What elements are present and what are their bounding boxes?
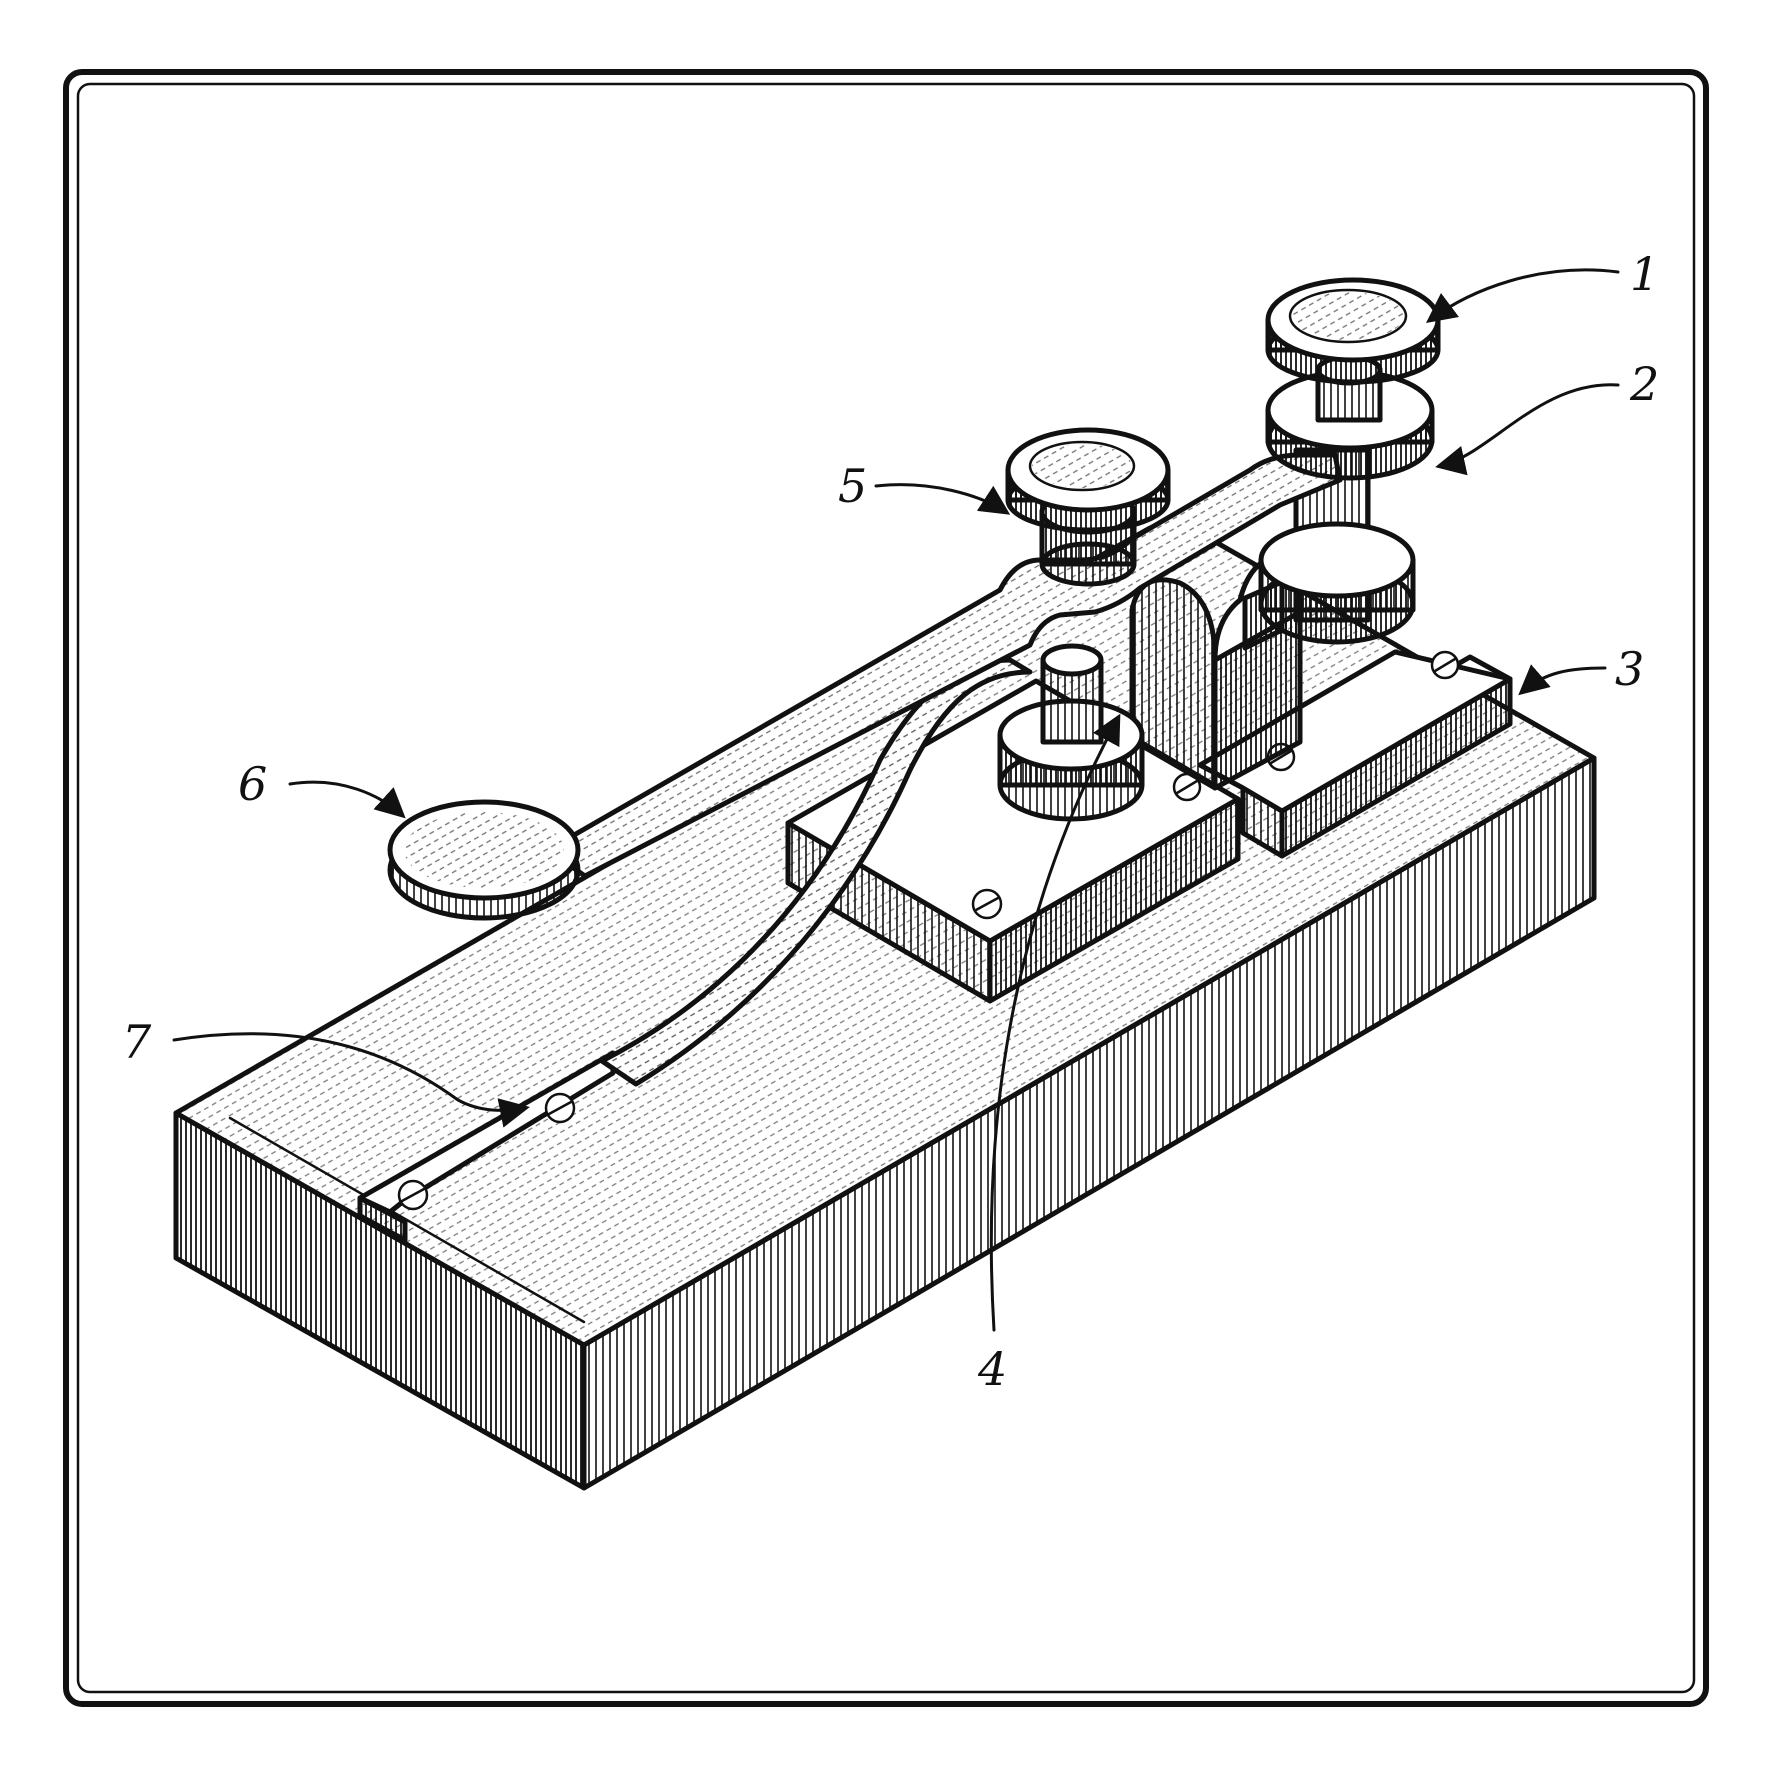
numeral-1: 1 [1630, 247, 1659, 301]
numeral-4: 4 [977, 1342, 1007, 1396]
numeral-3: 3 [1615, 642, 1644, 696]
rear-block [1197, 649, 1513, 859]
drawing-frame [63, 69, 1709, 1707]
leader-lines [172, 268, 1620, 1332]
adjust-knob [1005, 427, 1171, 587]
numeral-6: 6 [238, 757, 267, 811]
reference-numerals: 1 2 3 4 5 6 7 [122, 247, 1659, 1396]
numeral-7: 7 [122, 1015, 152, 1069]
spring-strip [357, 657, 1033, 1243]
lever-arm [387, 452, 1343, 921]
numeral-2: 2 [1629, 357, 1659, 411]
contact-post [997, 643, 1145, 822]
numeral-5: 5 [838, 459, 867, 513]
rear-post [1258, 447, 1416, 645]
top-knob [1265, 277, 1441, 481]
